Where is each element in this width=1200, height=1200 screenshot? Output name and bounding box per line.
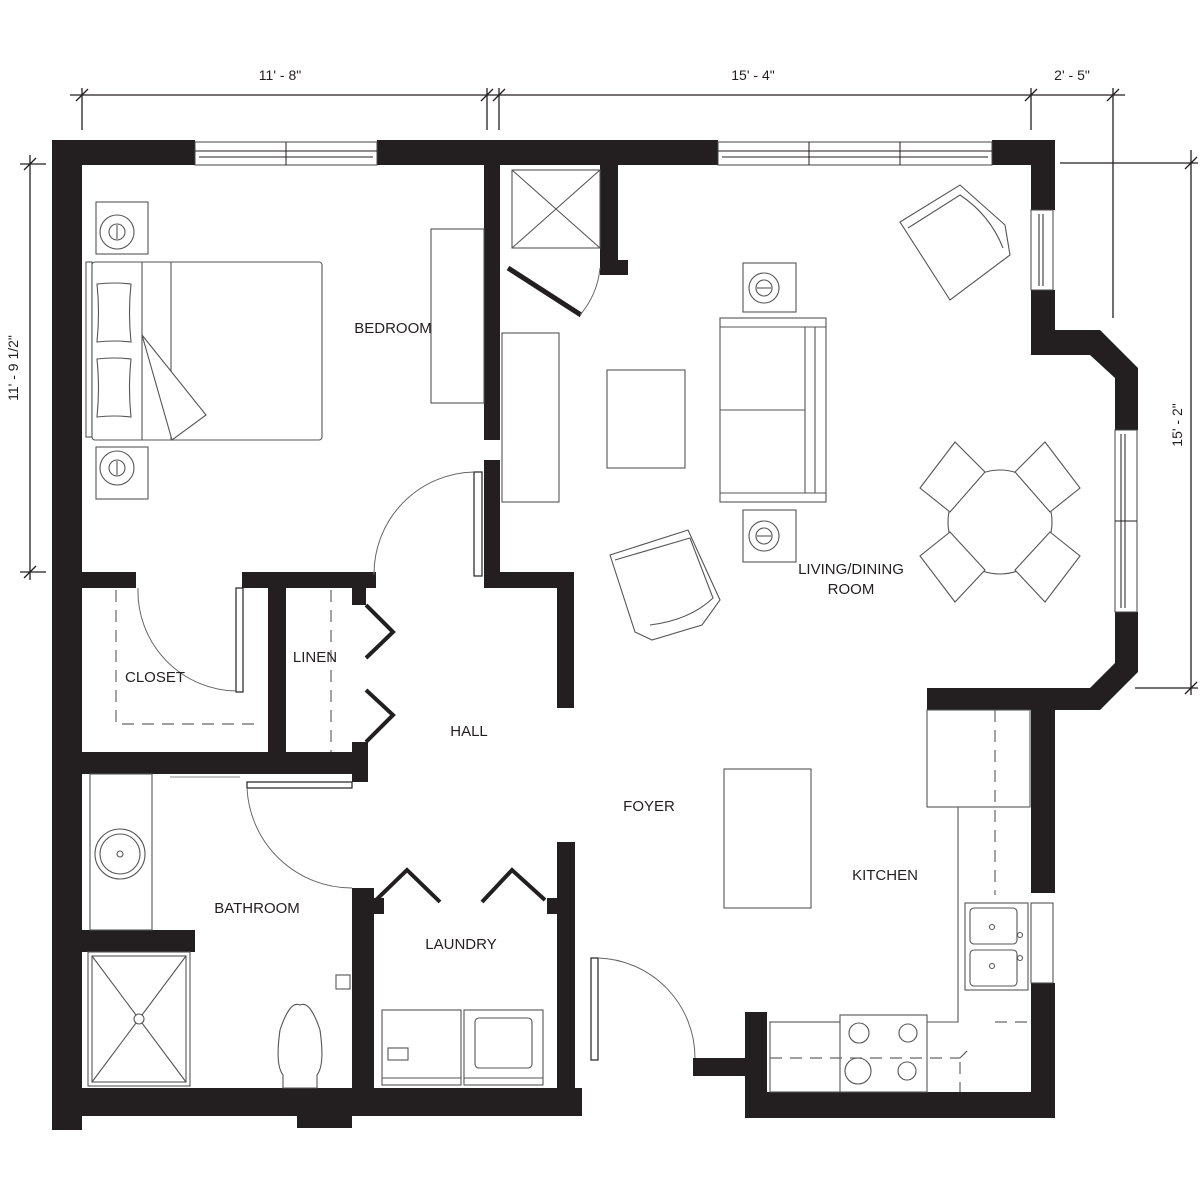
nightstand-top bbox=[95, 201, 149, 255]
window-bedroom bbox=[194, 141, 378, 166]
room-label-foyer: FOYER bbox=[623, 798, 675, 815]
laundry-appliances bbox=[381, 1009, 544, 1086]
room-label-hall: HALL bbox=[450, 723, 488, 740]
dimension-right-side: 15' - 2" bbox=[1169, 403, 1185, 446]
room-label-laundry: LAUNDRY bbox=[425, 936, 496, 953]
armchair-bottom-left bbox=[609, 529, 721, 641]
bathroom-fixtures bbox=[87, 773, 351, 1089]
coffee-table bbox=[606, 369, 686, 469]
refrigerator bbox=[926, 709, 1031, 808]
toilet bbox=[277, 1003, 323, 1089]
dimension-lines bbox=[20, 88, 1198, 695]
dimension-top-right: 2' - 5" bbox=[1054, 67, 1090, 83]
counter-left bbox=[769, 1021, 843, 1093]
room-label-living-line2: ROOM bbox=[828, 581, 875, 598]
sofa bbox=[719, 317, 827, 503]
dining-set bbox=[919, 441, 1081, 603]
toilet-paper-holder bbox=[335, 974, 351, 990]
kitchen-fixtures bbox=[723, 709, 1031, 1093]
stove bbox=[839, 1014, 928, 1093]
doors bbox=[137, 265, 696, 1061]
window-living-side bbox=[1030, 209, 1054, 291]
end-table-bottom bbox=[742, 509, 797, 563]
room-label-linen: LINEN bbox=[293, 649, 337, 666]
windows bbox=[194, 141, 1138, 984]
closet-lines bbox=[115, 590, 332, 752]
dimension-top-middle: 15' - 4" bbox=[731, 67, 774, 83]
room-label-bedroom: BEDROOM bbox=[354, 320, 432, 337]
armchair-top-right bbox=[899, 184, 1011, 301]
storage-closet-x bbox=[511, 169, 601, 249]
shower bbox=[87, 951, 191, 1087]
bedroom-furniture bbox=[85, 201, 485, 500]
window-living-top bbox=[717, 141, 993, 166]
room-label-bathroom: BATHROOM bbox=[214, 900, 300, 917]
living-furniture bbox=[501, 169, 1081, 641]
bed bbox=[85, 261, 323, 441]
window-kitchen bbox=[1030, 902, 1054, 984]
tv-console bbox=[501, 332, 560, 503]
room-label-kitchen: KITCHEN bbox=[852, 867, 918, 884]
kitchen-island bbox=[723, 768, 812, 909]
window-bay bbox=[1114, 429, 1138, 613]
room-label-living-line1: LIVING/DINING bbox=[798, 561, 904, 578]
kitchen-sink bbox=[964, 902, 1029, 991]
dresser bbox=[430, 228, 485, 404]
dryer bbox=[463, 1009, 544, 1086]
vanity-sink bbox=[89, 773, 153, 931]
walls bbox=[52, 140, 1138, 1130]
nightstand-bottom bbox=[95, 446, 149, 500]
room-label-closet: CLOSET bbox=[125, 669, 185, 686]
end-table-top bbox=[742, 262, 797, 313]
dimension-left-side: 11' - 9 1/2" bbox=[5, 335, 21, 401]
dimension-top-left: 11' - 8" bbox=[259, 67, 301, 83]
